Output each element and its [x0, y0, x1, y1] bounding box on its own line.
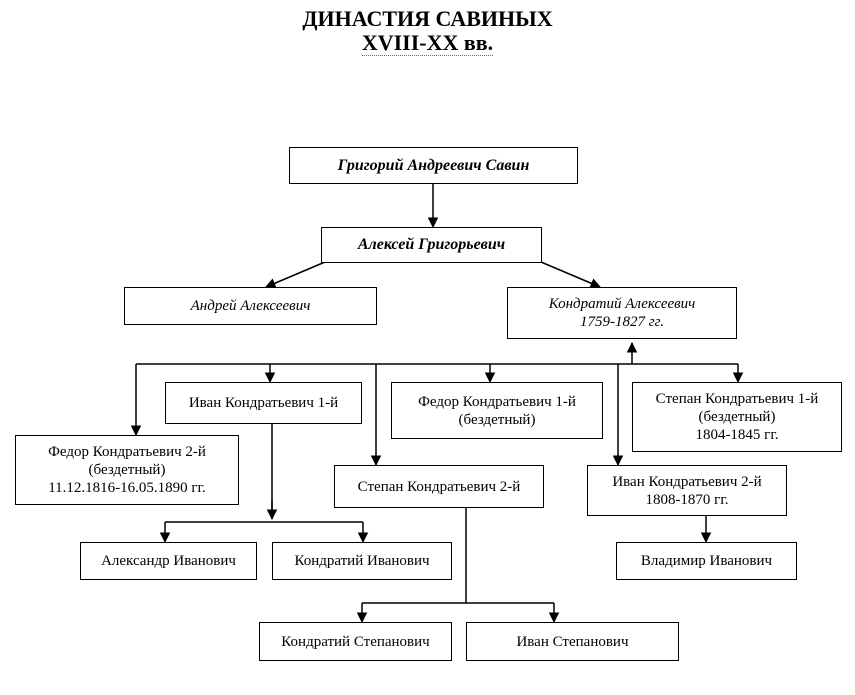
name-line: Владимир Иванович: [640, 553, 773, 569]
person-ivan2: Иван Кондратьевич 2-й 1808-1870 гг.: [587, 465, 787, 516]
name-line: Федор Кондратьевич 1-й: [418, 393, 576, 410]
name-line: Александр Иванович: [101, 553, 236, 569]
person-stepan2: Степан Кондратьевич 2-й: [334, 465, 544, 508]
person-aleksey: Алексей Григорьевич: [321, 227, 542, 263]
note-line: (бездетный): [88, 462, 166, 478]
name-line: Алексей Григорьевич: [357, 236, 506, 253]
name-line: Кондратий Алексеевич: [548, 296, 696, 312]
arrow-aleksey-kondraty: [540, 261, 601, 289]
name-line: Иван Кондратьевич 2-й: [612, 473, 762, 490]
arrow-aleksey-andrey: [265, 261, 326, 289]
name-line: Степан Кондратьевич 1-й: [655, 391, 819, 407]
diagram-title: ДИНАСТИЯ САВИНЫХ: [302, 6, 553, 31]
name-line: Иван Кондратьевич 1-й: [188, 395, 339, 411]
name-line: Григорий Андреевич Савин: [337, 156, 530, 174]
dates-line: 1759-1827 гг.: [579, 314, 664, 330]
century-range: XVIII-XX вв.: [361, 30, 494, 56]
note-line: (бездетный): [458, 411, 536, 428]
dates-line: 1804-1845 гг.: [695, 427, 779, 443]
person-ivan1: Иван Кондратьевич 1-й: [165, 382, 362, 424]
name-line: Федор Кондратьевич 2-й: [48, 444, 206, 460]
person-fedor2: Федор Кондратьевич 2-й (бездетный) 11.12…: [15, 435, 239, 505]
person-fedor1: Федор Кондратьевич 1-й (бездетный): [391, 382, 603, 439]
name-line: Степан Кондратьевич 2-й: [357, 478, 521, 495]
dates-line: 1808-1870 гг.: [645, 491, 729, 508]
person-kondraty-stepanovich: Кондратий Степанович: [259, 622, 452, 661]
person-aleksandr: Александр Иванович: [80, 542, 257, 580]
person-ivan-stepanovich: Иван Степанович: [466, 622, 679, 661]
person-andrey: Андрей Алексеевич: [124, 287, 377, 325]
name-line: Кондратий Степанович: [281, 633, 430, 650]
name-line: Иван Степанович: [516, 633, 629, 650]
note-line: (бездетный): [698, 409, 776, 425]
person-vladimir: Владимир Иванович: [616, 542, 797, 580]
name-line: Андрей Алексеевич: [190, 298, 311, 314]
person-kondraty: Кондратий Алексеевич 1759-1827 гг.: [507, 287, 737, 339]
person-stepan1: Степан Кондратьевич 1-й (бездетный) 1804…: [632, 382, 842, 452]
person-kondraty-ivanovich: Кондратий Иванович: [272, 542, 452, 580]
person-grigory: Григорий Андреевич Савин: [289, 147, 578, 184]
name-line: Кондратий Иванович: [294, 553, 430, 569]
diagram-subtitle: XVIII-XX вв.: [0, 30, 855, 56]
dates-line: 11.12.1816-16.05.1890 гг.: [48, 480, 206, 496]
